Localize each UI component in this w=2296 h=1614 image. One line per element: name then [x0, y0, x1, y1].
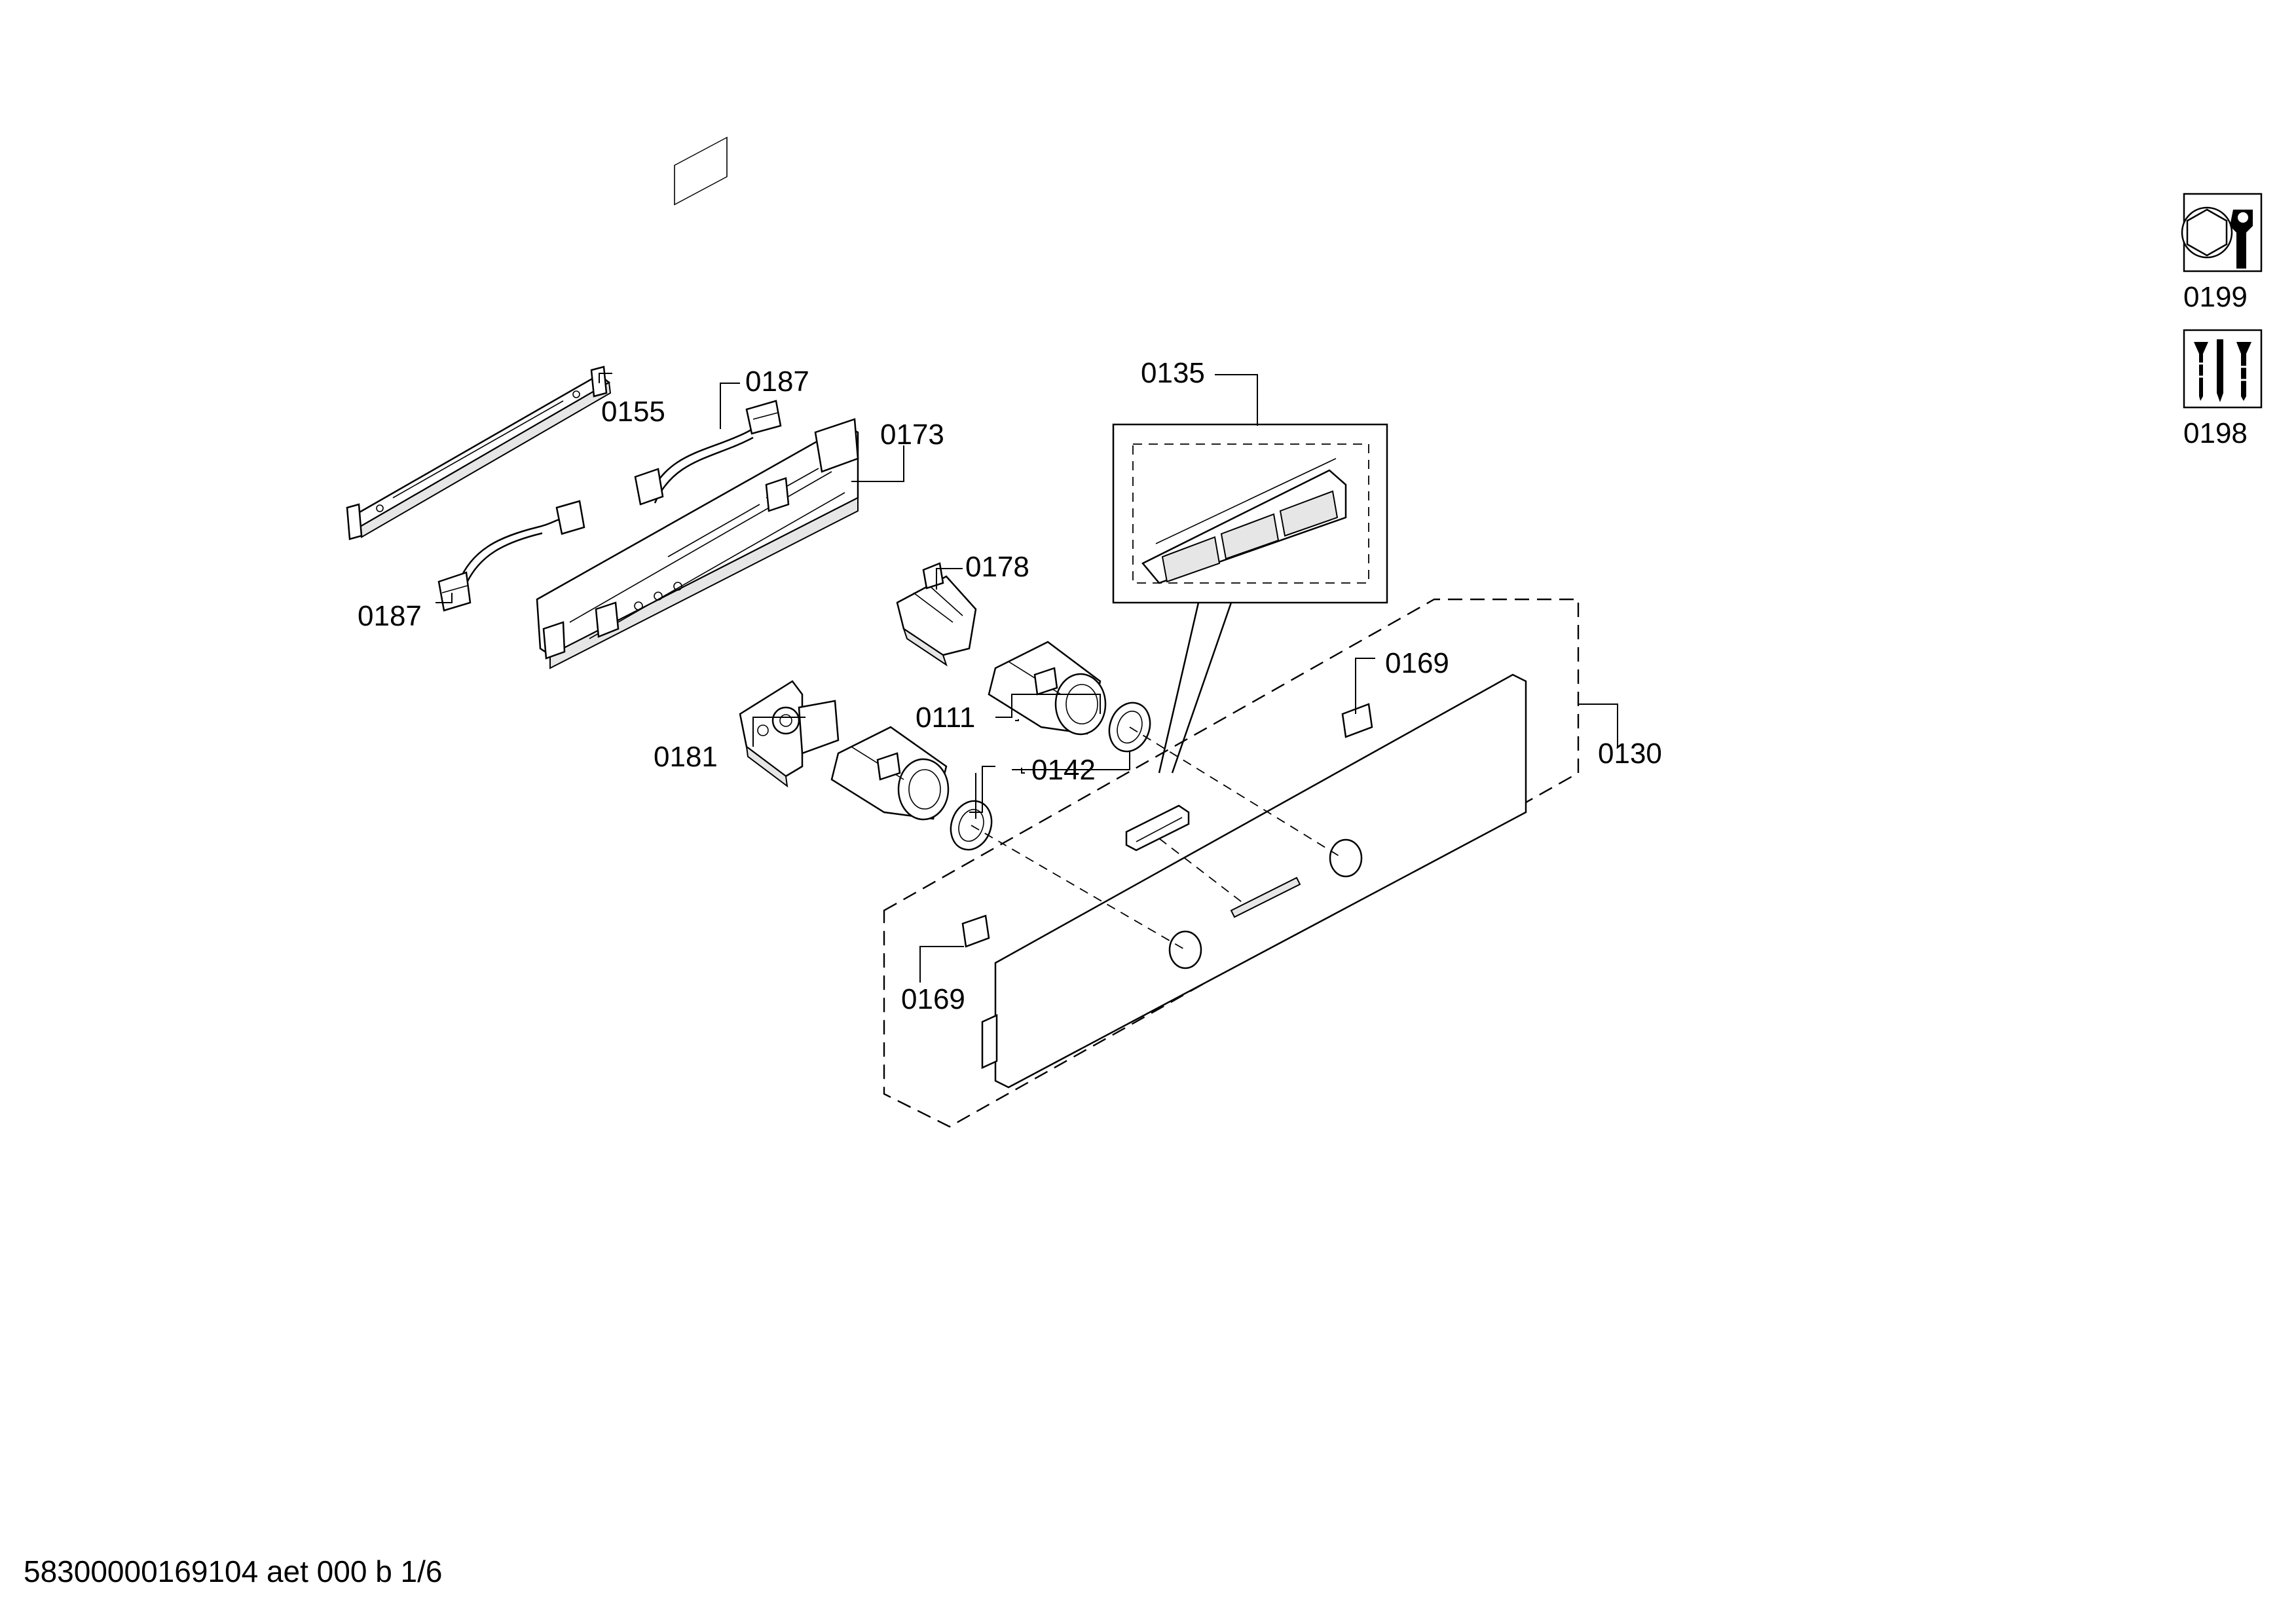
screws-icon	[2183, 329, 2263, 409]
label-0178: 0178	[965, 551, 1029, 583]
label-0155: 0155	[601, 396, 665, 428]
control-panel-fascia	[883, 598, 1580, 1128]
label-0169-lower: 0169	[901, 983, 965, 1015]
label-0173: 0173	[880, 419, 944, 451]
document-code: 58300000169104 aet 000 b 1/6	[24, 1554, 443, 1588]
tool-icon	[2181, 193, 2263, 272]
label-0199: 0199	[2183, 281, 2248, 313]
label-0187-top: 0187	[745, 366, 809, 398]
control-frame	[536, 136, 859, 669]
socket-bracket	[739, 680, 840, 788]
switch-holder	[896, 562, 977, 667]
label-0198: 0198	[2183, 417, 2248, 449]
label-0135: 0135	[1141, 357, 1205, 389]
rotary-switch-lower	[830, 726, 950, 821]
cable-harness-top	[634, 400, 782, 506]
label-0187-left: 0187	[358, 600, 422, 632]
cable-harness-left	[437, 500, 585, 612]
detail-box	[1112, 423, 1388, 774]
label-0130: 0130	[1598, 738, 1662, 770]
label-0142: 0142	[1031, 754, 1096, 786]
mounting-rail	[346, 366, 612, 540]
label-0169-upper: 0169	[1385, 647, 1449, 679]
label-0111: 0111	[916, 702, 975, 734]
rotary-switch-upper	[988, 641, 1107, 736]
leader-lines	[435, 373, 1618, 983]
display-module	[1125, 804, 1190, 852]
label-0181: 0181	[654, 741, 718, 773]
